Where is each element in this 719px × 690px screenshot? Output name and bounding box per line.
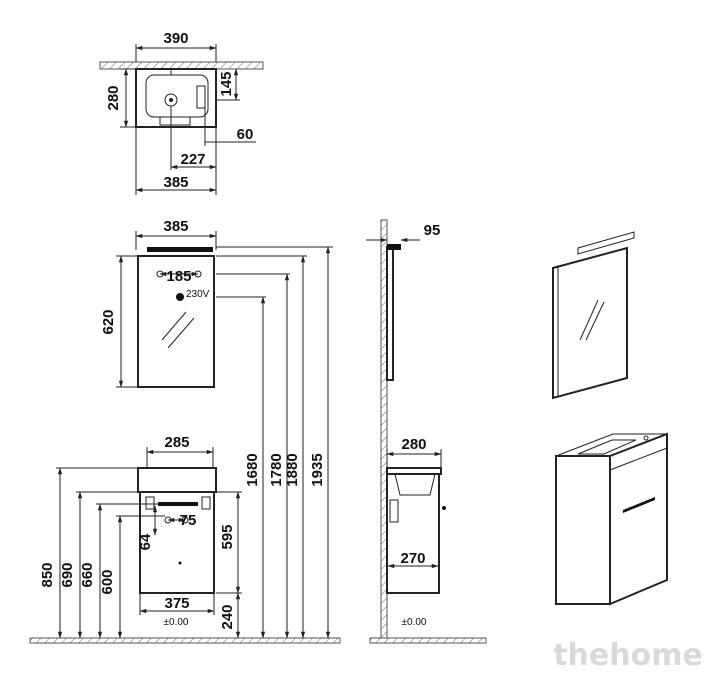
- iso-basin-top: [555, 433, 668, 457]
- side-view: 95 280 270 ±0.00: [366, 219, 487, 644]
- mirror-reflection-line: [161, 311, 187, 341]
- front-basin: [137, 467, 217, 493]
- floor-label-side: ±0.00: [402, 617, 427, 628]
- dim-285: 285: [164, 434, 189, 451]
- door-knob-icon: [178, 561, 182, 565]
- tap-icon: [196, 85, 206, 109]
- top-cabinet-outline: [135, 68, 217, 128]
- side-handle-icon: [442, 506, 446, 510]
- bracket-right: [201, 496, 211, 510]
- socket-icon: [176, 293, 184, 301]
- front-cabinet: [139, 491, 215, 594]
- dim-620: 620: [100, 309, 117, 334]
- dim-385-bottom: 385: [163, 174, 188, 191]
- dim-385-mirror: 385: [163, 218, 188, 235]
- cabinet-rail: [158, 502, 198, 506]
- dim-600: 600: [99, 569, 116, 594]
- dim-64: 64: [137, 533, 154, 550]
- side-floor-hatch: [369, 637, 487, 644]
- dim-280-side: 280: [401, 436, 426, 453]
- perspective-view: [552, 231, 668, 606]
- iso-cabinet-side: [555, 455, 611, 605]
- bracket-left: [145, 496, 155, 510]
- dim-1935: 1935: [309, 453, 326, 486]
- mirror-outline: [137, 255, 215, 388]
- top-view: 390 280 145 60 227 385: [99, 30, 264, 195]
- dim-95: 95: [424, 222, 441, 239]
- dim-690: 690: [59, 562, 76, 587]
- top-siphon: [159, 116, 191, 126]
- dim-850: 850: [39, 562, 56, 587]
- iso-light-bar: [577, 231, 635, 255]
- mirror-light-bar: [147, 247, 213, 252]
- front-view: 385 185 230V 620 1680 1780 1880 1935 285: [29, 218, 341, 644]
- dim-1780: 1780: [268, 453, 285, 486]
- front-floor-hatch: [29, 637, 341, 644]
- top-basin-bowl: [145, 74, 209, 118]
- dim-595: 595: [219, 524, 236, 549]
- iso-tap-hole-icon: [643, 435, 649, 441]
- dim-270: 270: [400, 550, 425, 567]
- mirror-reflection-line: [167, 317, 195, 349]
- dim-227: 227: [180, 151, 205, 168]
- dim-75: 75: [180, 512, 197, 529]
- drain-center-icon: [169, 98, 173, 102]
- floor-label-front: ±0.00: [164, 617, 189, 628]
- dim-390: 390: [163, 30, 188, 47]
- dim-375: 375: [164, 595, 189, 612]
- side-siphon: [389, 499, 399, 523]
- iso-cabinet-door: [609, 432, 668, 606]
- iso-mirror: [552, 246, 628, 400]
- dim-60: 60: [237, 126, 254, 143]
- dim-660: 660: [79, 562, 96, 587]
- side-cabinet: [386, 473, 440, 594]
- dim-185: 185: [166, 268, 191, 285]
- dim-145: 145: [218, 71, 235, 96]
- iso-handle-icon: [623, 497, 655, 513]
- side-light-bar: [387, 244, 401, 250]
- socket-label: 230V: [186, 289, 210, 300]
- dim-1680: 1680: [244, 453, 261, 486]
- iso-basin-bowl: [577, 439, 637, 455]
- top-wall-hatch: [99, 61, 264, 70]
- dim-240: 240: [219, 604, 236, 629]
- dim-1880: 1880: [284, 453, 301, 486]
- watermark-logo: thehome: [553, 638, 703, 673]
- dim-280-depth: 280: [105, 85, 122, 110]
- side-mirror: [386, 246, 394, 381]
- side-basin-bowl: [394, 473, 436, 496]
